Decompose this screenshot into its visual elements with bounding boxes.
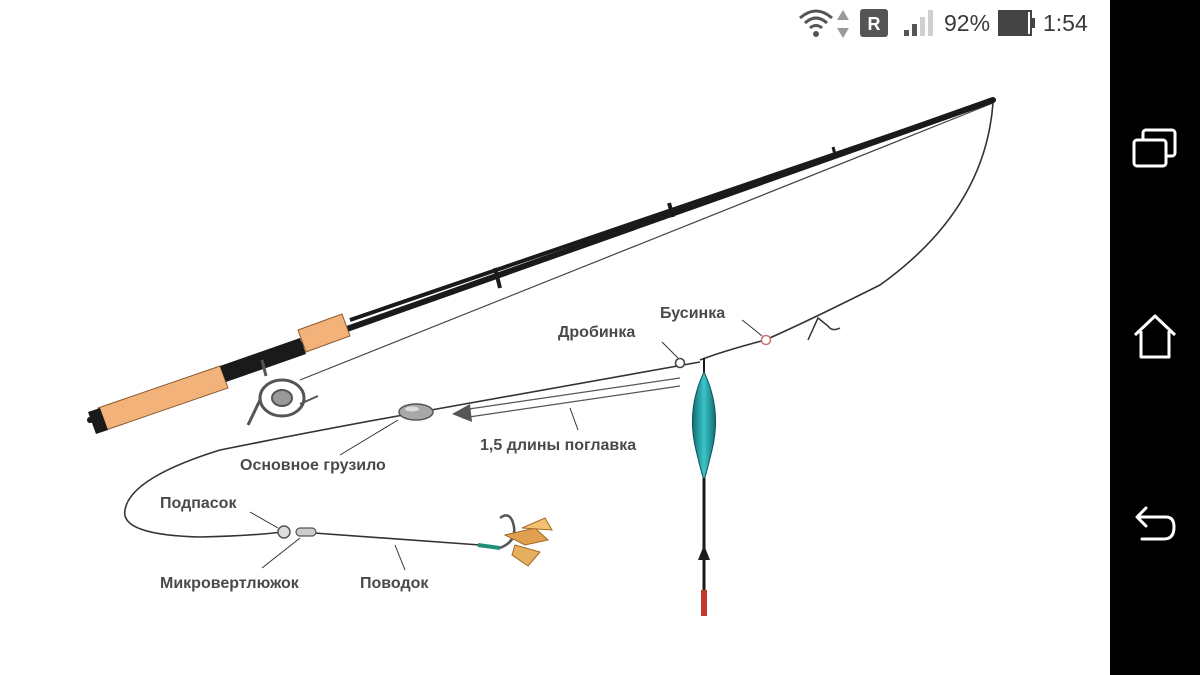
- diagram-canvas: Дробинка Бусинка Основное грузило 1,5 дл…: [87, 97, 996, 616]
- micro-swivel: [295, 527, 317, 537]
- rod-guide: [667, 202, 675, 218]
- label-bead: Бусинка: [660, 305, 725, 322]
- rod-butt-cap: [88, 408, 108, 434]
- home-icon: [1130, 311, 1180, 366]
- home-button[interactable]: [1125, 308, 1185, 368]
- back-icon: [1130, 497, 1180, 552]
- battery-icon: [998, 10, 1036, 41]
- main-sinker: [398, 403, 434, 421]
- rod-guide: [831, 146, 838, 159]
- label-leader: Поводок: [360, 575, 429, 592]
- sub-sinker: [277, 525, 291, 539]
- label-sub-sinker: Подпасок: [160, 495, 237, 512]
- label-pointer: [569, 407, 579, 431]
- label-micro-swivel: Микровертлюжок: [160, 575, 300, 592]
- bead: [760, 334, 772, 346]
- data-arrows-icon: [836, 8, 850, 45]
- rod-guide: [493, 267, 502, 289]
- spinning-reel: [246, 359, 319, 426]
- float: [691, 358, 717, 616]
- recent-apps-icon: [1130, 126, 1180, 175]
- label-pointer: [741, 319, 763, 337]
- leader-line: [299, 531, 481, 546]
- status-bar: R 92% 1:54: [0, 0, 1110, 48]
- rod-handle-rear: [97, 365, 229, 431]
- main-line-drop: [699, 102, 994, 361]
- back-button[interactable]: [1125, 494, 1185, 554]
- hook-with-bait: [477, 514, 553, 567]
- fishing-tackle-diagram: Дробинка Бусинка Основное грузило 1,5 дл…: [0, 48, 1110, 675]
- battery-percent: 92%: [944, 10, 991, 36]
- svg-text:R: R: [868, 14, 881, 34]
- label-pointer: [261, 537, 301, 569]
- label-pointer: [249, 511, 279, 529]
- label-float-distance: 1,5 длины поглавка: [480, 437, 636, 454]
- label-pointer: [661, 341, 679, 359]
- label-pointer: [339, 419, 399, 456]
- roaming-icon: R: [860, 9, 888, 42]
- rod-handle-fore: [297, 313, 351, 353]
- float-distance-arrow: [452, 377, 681, 422]
- navigation-bar: [1110, 0, 1200, 675]
- split-shot: [674, 357, 686, 369]
- label-split-shot: Дробинка: [558, 324, 635, 341]
- label-main-sinker: Основное грузило: [240, 457, 386, 474]
- wifi-icon: [797, 6, 835, 45]
- main-line-rig: [124, 361, 701, 538]
- line-knot: [807, 316, 841, 341]
- recent-apps-button[interactable]: [1125, 120, 1185, 180]
- signal-icon: [902, 8, 934, 43]
- clock: 1:54: [1043, 10, 1088, 36]
- main-line-rod: [299, 102, 994, 381]
- label-pointer: [394, 544, 406, 571]
